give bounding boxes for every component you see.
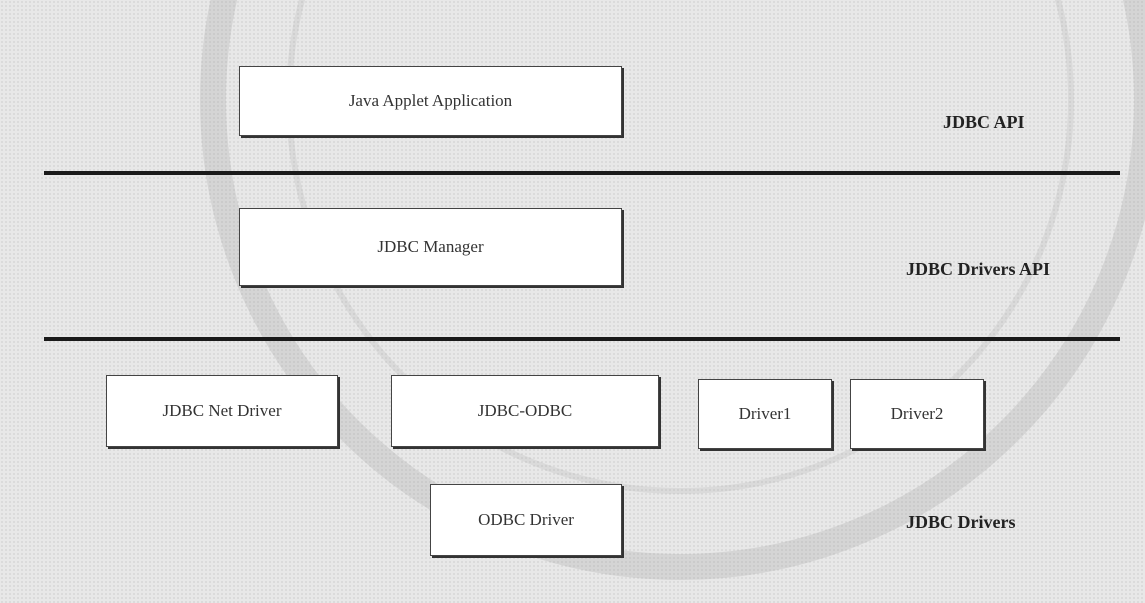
jdbc-drivers-api-label: JDBC Drivers API	[906, 259, 1050, 280]
jdbc-api-label: JDBC API	[943, 112, 1025, 133]
odbc-driver-box: ODBC Driver	[430, 484, 622, 556]
jdbc-odbc-box: JDBC-ODBC	[391, 375, 659, 447]
layer-divider-1	[44, 171, 1120, 175]
driver1-box: Driver1	[698, 379, 832, 449]
jdbc-drivers-label: JDBC Drivers	[906, 512, 1015, 533]
jdbc-manager-box: JDBC Manager	[239, 208, 622, 286]
driver2-box: Driver2	[850, 379, 984, 449]
layer-divider-2	[44, 337, 1120, 341]
java-applet-application-box: Java Applet Application	[239, 66, 622, 136]
jdbc-net-driver-box: JDBC Net Driver	[106, 375, 338, 447]
